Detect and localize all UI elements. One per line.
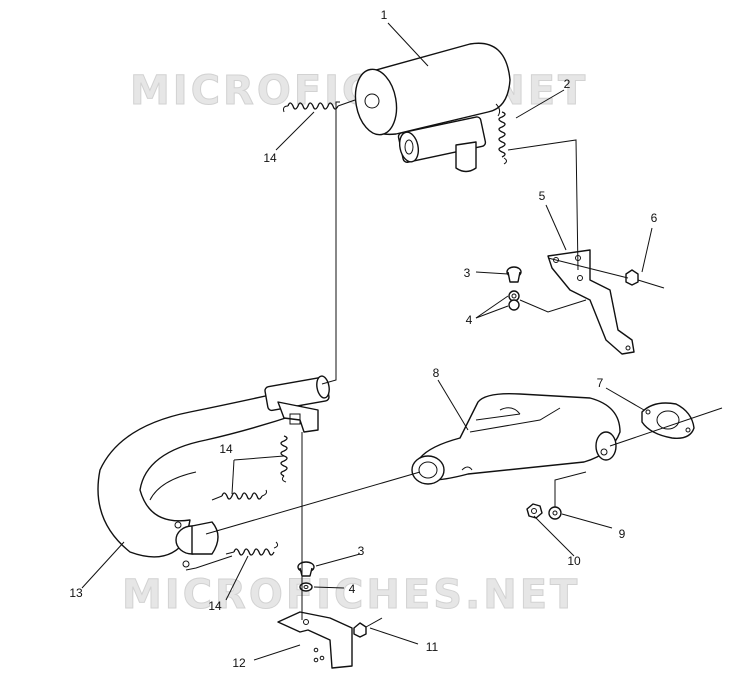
callout-5: 5 [539,189,546,203]
spring-14-mid-a [280,435,288,483]
muffler [354,42,511,173]
callout-14-mid: 14 [219,442,233,456]
callout-4-upper: 4 [466,313,473,327]
spring-14-low [225,541,279,556]
callout-14-low: 14 [208,599,222,613]
bolt-11 [353,617,383,638]
bracket-12 [277,611,353,669]
leader-lines [81,22,653,661]
callout-11: 11 [426,640,439,654]
callout-12: 12 [232,656,246,670]
nut-10 [526,503,543,519]
spring-2 [498,111,507,165]
callout-6: 6 [651,211,658,225]
gasket-7 [641,402,695,439]
callout-3-lower: 3 [358,544,365,558]
callout-4-lower: 4 [349,582,356,596]
expansion-chamber-13 [97,375,330,568]
washer-4-lower [299,582,313,592]
callout-8: 8 [433,366,440,380]
callout-10: 10 [567,554,581,568]
bolt-6 [625,269,665,289]
cap-3-upper [506,266,522,283]
assembly-lines [185,101,723,620]
spring-14-mid-b [211,489,267,501]
callouts: 1 2 14 5 6 3 4 7 8 14 9 10 3 4 13 14 11 … [69,8,657,670]
callout-2: 2 [564,77,571,91]
callout-13: 13 [69,586,83,600]
callout-9: 9 [619,527,626,541]
callout-1: 1 [381,8,388,22]
callout-3-upper: 3 [464,266,471,280]
bracket-5 [547,249,635,355]
callout-14-top: 14 [263,151,277,165]
exhaust-manifold-8 [411,392,621,485]
callout-7: 7 [597,376,604,390]
washers-4-upper [508,290,520,311]
spring-14-top [283,99,356,113]
watermark-bottom: MICROFICHES.NET [122,572,580,618]
washer-9 [548,506,562,520]
